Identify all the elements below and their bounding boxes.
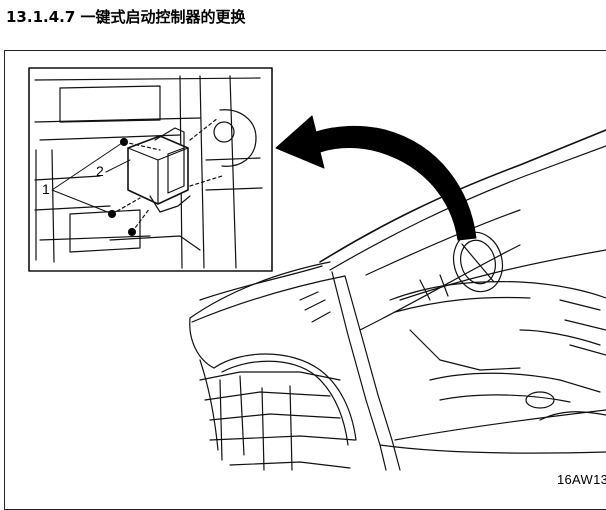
callout-2: 2 <box>96 163 104 179</box>
figure-code: 16AW13 <box>557 472 606 487</box>
section-number: 13.1.4.7 <box>6 8 76 26</box>
callout-1: 1 <box>42 181 50 197</box>
detail-inset <box>28 67 273 272</box>
section-heading: 13.1.4.7 一键式启动控制器的更换 <box>6 6 246 27</box>
car-illustration <box>189 129 606 471</box>
section-title: 一键式启动控制器的更换 <box>80 8 246 26</box>
big-arrow <box>275 115 477 241</box>
